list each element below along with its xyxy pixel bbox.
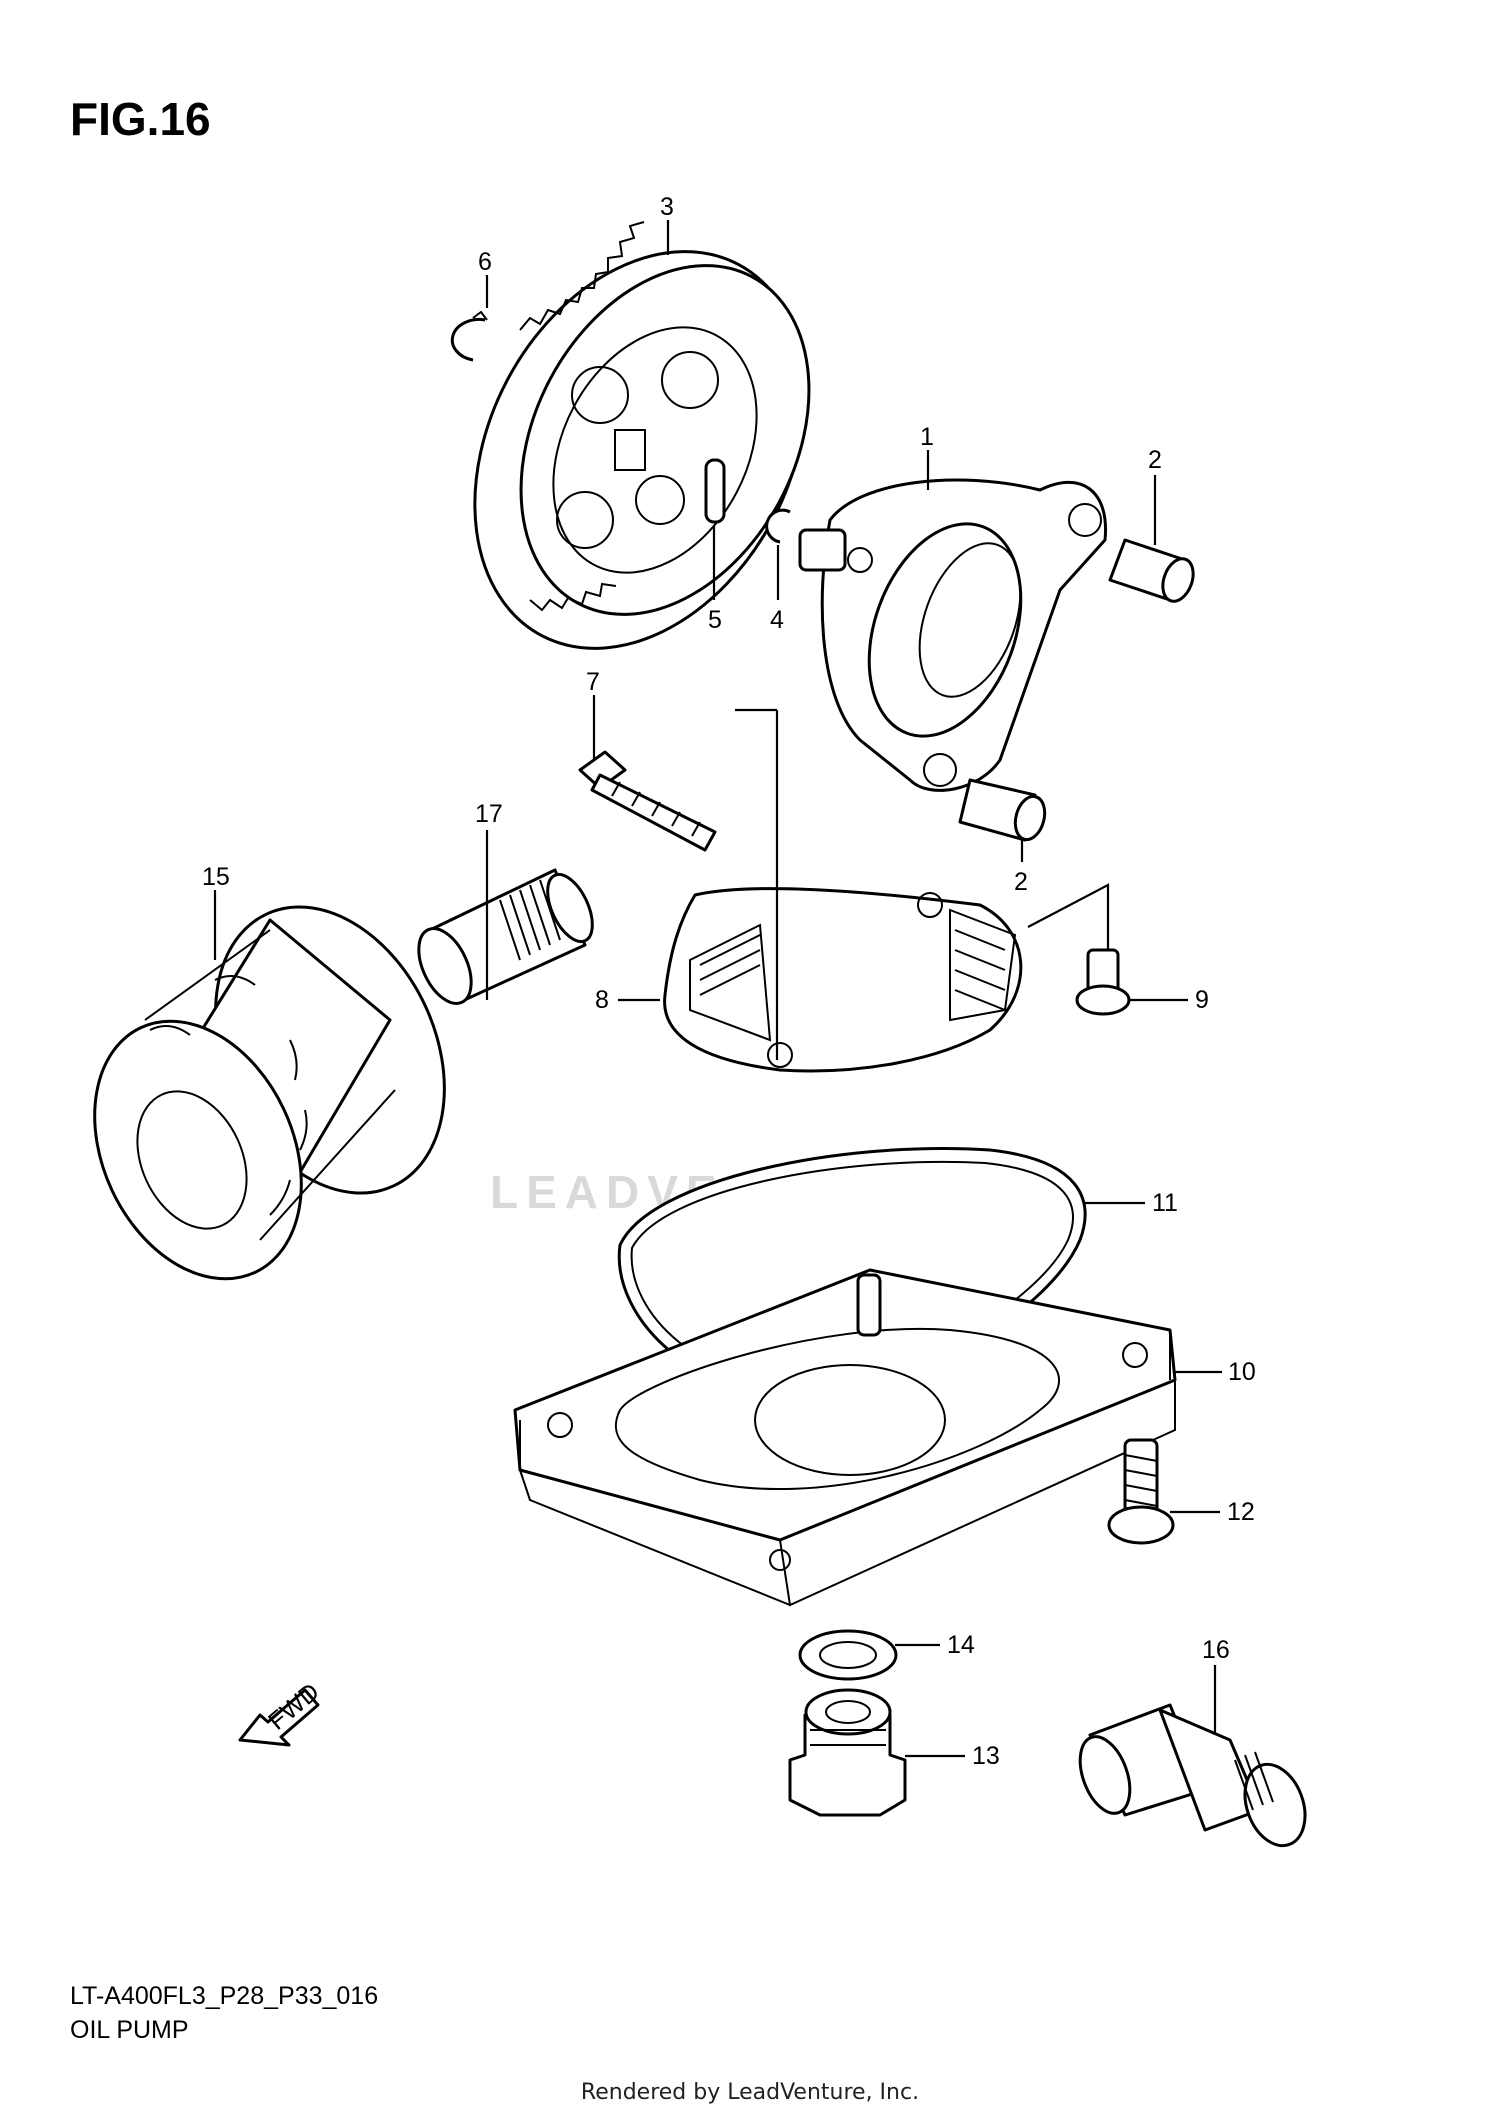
callout-3: 3	[660, 193, 674, 221]
figure-title: FIG.16	[70, 93, 211, 145]
callout-12: 12	[1227, 1498, 1255, 1526]
oil-pan-part[interactable]	[513, 1268, 1177, 1607]
callout-16: 16	[1202, 1636, 1230, 1664]
oil-filter-part[interactable]	[55, 870, 489, 1313]
union-bolt-part[interactable]	[408, 868, 601, 1012]
dowel-upper-part[interactable]	[1108, 538, 1199, 605]
callout-8: 8	[595, 986, 609, 1014]
oil-strainer-part[interactable]	[663, 887, 1023, 1073]
strainer-bolt-part[interactable]	[1075, 948, 1131, 1016]
callout-10: 10	[1228, 1358, 1256, 1386]
callout-11: 11	[1152, 1189, 1178, 1217]
leader-lines	[213, 220, 1222, 1758]
callout-7: 7	[586, 668, 600, 696]
callout-15: 15	[202, 863, 230, 891]
rendered-by-credit: Rendered by LeadVenture, Inc.	[580, 2080, 920, 2105]
circlip-part[interactable]	[450, 310, 488, 362]
callout-13: 13	[972, 1742, 1000, 1770]
fwd-arrow-icon: FWD	[238, 1678, 325, 1747]
oil-pressure-switch-part[interactable]	[1071, 1703, 1316, 1854]
callout-2-upper: 2	[1148, 446, 1162, 474]
drain-gasket-part[interactable]	[798, 1629, 898, 1681]
driven-gear-part[interactable]	[409, 194, 871, 706]
dowel-lower-part[interactable]	[958, 778, 1049, 843]
figure-name: OIL PUMP	[70, 2016, 189, 2044]
drain-plug-part[interactable]	[788, 1688, 907, 1817]
oil-pump-body-part[interactable]	[798, 478, 1108, 792]
pan-bolt-part[interactable]	[1107, 1438, 1175, 1545]
callout-9: 9	[1195, 986, 1209, 1014]
callout-14: 14	[947, 1631, 975, 1659]
callout-1: 1	[920, 423, 934, 451]
pin-part[interactable]	[704, 458, 726, 524]
figure-code: LT-A400FL3_P28_P33_016	[70, 1982, 379, 2010]
small-circlip-part[interactable]	[765, 508, 791, 544]
callout-4: 4	[770, 606, 784, 634]
callout-17: 17	[475, 800, 503, 828]
callout-5: 5	[708, 606, 722, 634]
callout-labels: 3 6 1 2 5 4 7 2 17 15 8 9 11 10 12 14 13…	[202, 193, 1256, 1770]
bolt-part[interactable]	[578, 750, 717, 852]
callout-6: 6	[478, 248, 492, 276]
callout-2-lower: 2	[1014, 868, 1028, 896]
